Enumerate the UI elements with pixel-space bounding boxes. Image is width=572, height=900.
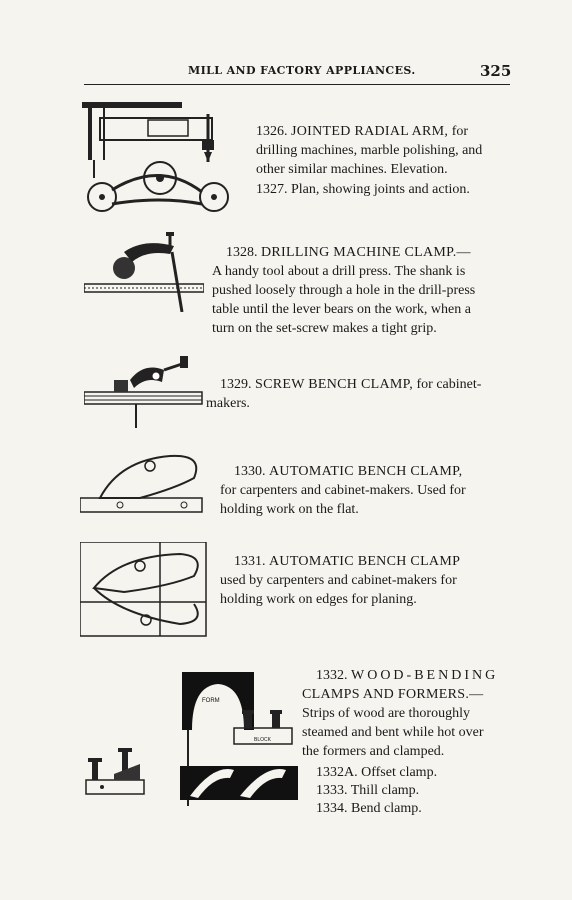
entry-1328: 1328. DRILLING MACHINE CLAMP.— A handy t…: [212, 245, 476, 336]
page-number: 325: [480, 62, 512, 80]
screw-bench-clamp-illustration: [84, 356, 203, 428]
entry-1334: 1334. Bend clamp.: [316, 801, 422, 816]
header-rule: [84, 84, 510, 85]
entry-1326: 1326. JOINTED RADIAL ARM, for drilling m…: [256, 124, 483, 177]
offset-clamp-illustration: [85, 748, 145, 795]
entry-1329: 1329. SCREW BENCH CLAMP, for cabinet- ma…: [206, 377, 482, 411]
entry-1332a: 1332A. Offset clamp.: [316, 765, 438, 780]
block-label: BLOCK: [254, 737, 272, 743]
entry-1331: 1331. AUTOMATIC BENCH CLAMP used by carp…: [220, 554, 461, 607]
running-header: MILL AND FACTORY APPLIANCES.: [188, 64, 416, 77]
entry-1330: 1330. AUTOMATIC BENCH CLAMP, for carpent…: [220, 464, 466, 517]
entry-1332: 1332. WOOD-BENDING CLAMPS AND FORMERS.— …: [302, 668, 499, 759]
drilling-clamp-illustration: [84, 232, 204, 312]
form-label: FORM: [202, 698, 220, 704]
wood-bending-former-illustration: FORM BLOCK: [180, 672, 298, 806]
radial-arm-illustration: [82, 102, 229, 212]
entry-1333: 1333. Thill clamp.: [316, 783, 420, 798]
entry-1327: 1327. Plan, showing joints and action.: [256, 182, 470, 197]
automatic-bench-clamp-edge-illustration: [80, 542, 207, 637]
automatic-bench-clamp-flat-illustration: [80, 454, 203, 513]
